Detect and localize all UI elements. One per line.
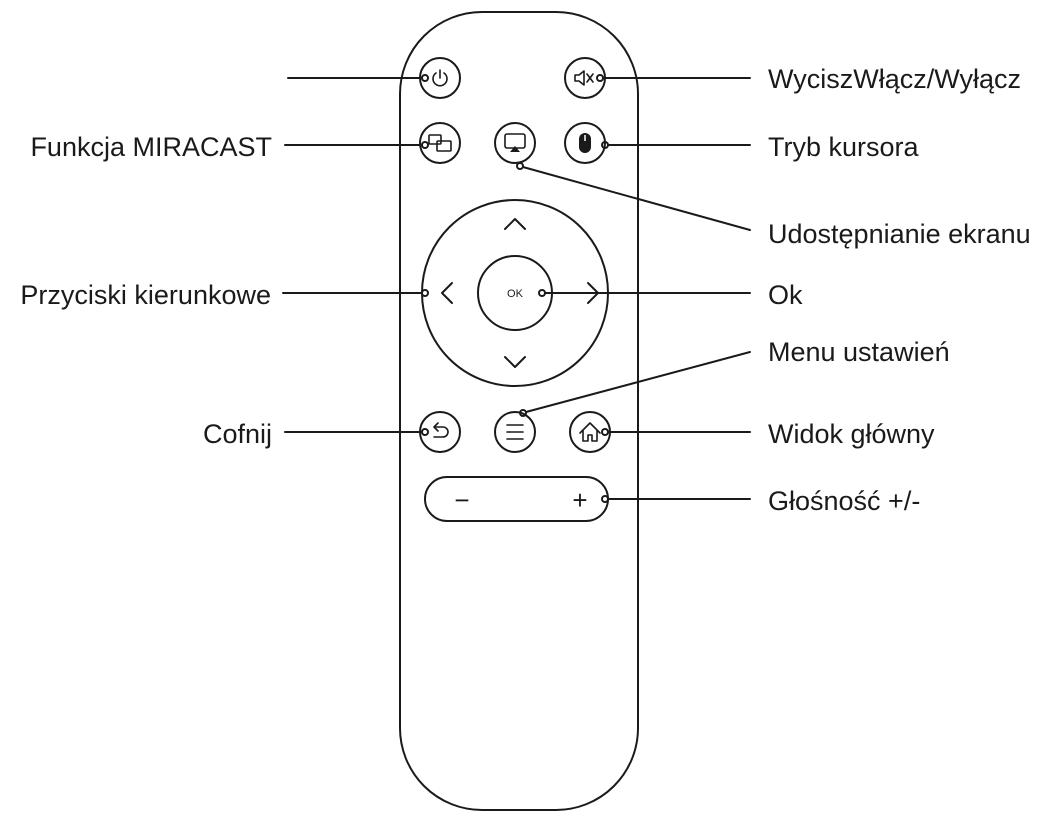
- label-direction-keys: Przyciski kierunkowe: [20, 280, 271, 310]
- home-icon: [579, 422, 601, 442]
- power-button[interactable]: [419, 57, 461, 99]
- remote-body: [399, 11, 639, 811]
- mute-button[interactable]: [564, 57, 606, 99]
- chevron-left-icon[interactable]: [441, 282, 453, 304]
- label-home: Widok główny: [768, 419, 935, 449]
- label-screen-share: Udostępnianie ekranu: [768, 219, 1031, 249]
- label-mute: WyciszWłącz/Wyłącz: [768, 64, 1021, 94]
- volume-plus-text[interactable]: +: [572, 485, 587, 515]
- mute-icon: [574, 70, 594, 86]
- label-settings-menu: Menu ustawień: [768, 337, 950, 367]
- ok-button-text: OK: [507, 288, 524, 300]
- label-cursor-mode: Tryb kursora: [768, 132, 920, 162]
- screen-share-button[interactable]: [494, 122, 536, 164]
- miracast-icon: [428, 134, 452, 152]
- cursor-mode-button[interactable]: [564, 122, 606, 164]
- label-miracast: Funkcja MIRACAST: [30, 132, 272, 162]
- chevron-up-icon[interactable]: [504, 218, 526, 230]
- label-ok: Ok: [768, 280, 803, 310]
- back-button[interactable]: [419, 411, 461, 453]
- screen-share-icon: [504, 133, 526, 152]
- volume-minus-text[interactable]: −: [454, 485, 469, 515]
- label-back: Cofnij: [203, 419, 272, 449]
- menu-icon: [506, 424, 524, 440]
- miracast-button[interactable]: [419, 122, 461, 164]
- volume-rocker[interactable]: − +: [424, 476, 609, 522]
- home-button[interactable]: [569, 411, 611, 453]
- mouse-icon: [579, 133, 591, 153]
- settings-menu-button[interactable]: [494, 411, 536, 453]
- leader-lines: [282, 74, 751, 503]
- back-arrow-icon: [433, 422, 449, 438]
- ok-button[interactable]: OK: [477, 255, 553, 331]
- chevron-down-icon[interactable]: [504, 356, 526, 368]
- label-volume: Głośność +/-: [768, 486, 920, 516]
- power-icon: [432, 69, 448, 87]
